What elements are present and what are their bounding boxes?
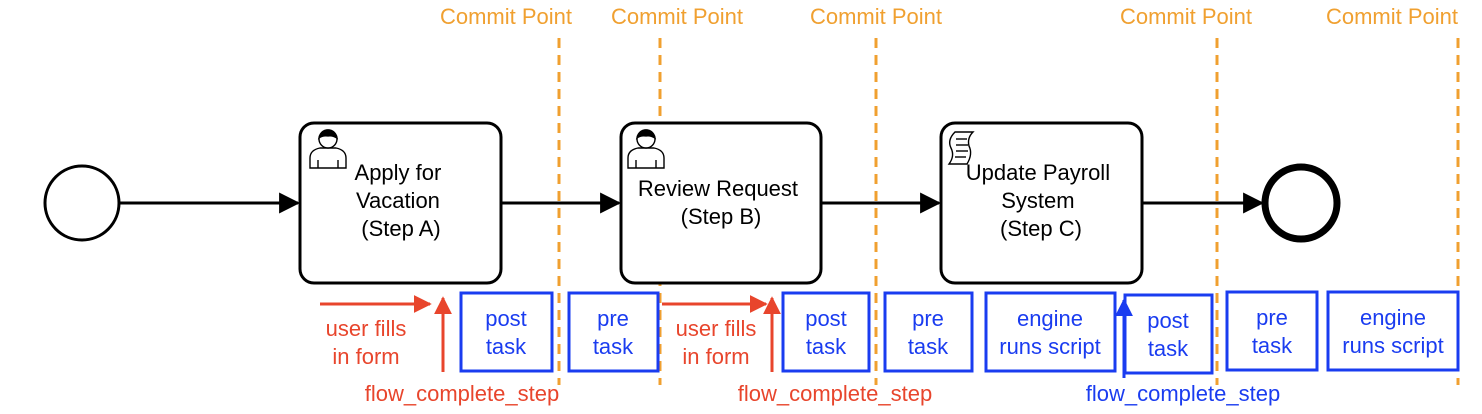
task-box[interactable]: [939, 121, 1144, 285]
task-apply-for-vacation[interactable]: Apply for Vacation (Step A): [298, 121, 503, 285]
task-update-payroll-system[interactable]: Update Payroll System (Step C): [939, 121, 1144, 285]
user-icon: [627, 129, 665, 169]
svg-text:Review Request (Step B): Review Request (Step B): [638, 176, 804, 229]
hook-box-post-task: [781, 291, 871, 373]
flow-complete-step-label: flow_complete_step: [1086, 381, 1280, 406]
hook-box-pre-task: [883, 291, 974, 373]
svg-text:Update Payroll System: Update Payroll System (Step C): [966, 160, 1116, 241]
commit-point-lines: [557, 38, 1460, 385]
commit-point-label: Commit Point: [810, 4, 942, 29]
commit-point-label: Commit Point: [1326, 4, 1458, 29]
task-box[interactable]: [298, 121, 503, 285]
task-label-line: Review Request: [638, 176, 798, 201]
hook-box-pre-task: [567, 291, 660, 373]
script-icon: [947, 131, 975, 165]
hook-box-engine-runs-script: [984, 291, 1117, 373]
hook-box-post-task: [459, 291, 554, 373]
task-label-line: (Step C): [1000, 216, 1082, 241]
svg-text:Apply for Vacation: Apply for Vacation (Step A): [355, 160, 448, 241]
task-label-line: Apply for: [355, 160, 442, 185]
user-icon: [309, 129, 347, 169]
task-box[interactable]: [619, 121, 823, 285]
task-label-line: Vacation: [356, 188, 440, 213]
end-event[interactable]: [1261, 163, 1341, 243]
flow-complete-step-label: flow_complete_step: [365, 381, 559, 406]
start-event[interactable]: [43, 164, 121, 242]
task-label-line: System: [1001, 188, 1074, 213]
task-review-request[interactable]: Review Request (Step B): [619, 121, 823, 285]
task-label-line: (Step B): [681, 204, 762, 229]
task-label-line: (Step A): [361, 216, 440, 241]
hook-box-post-task: [1123, 293, 1214, 375]
task-label-line: Update Payroll: [966, 160, 1110, 185]
hook-box-pre-task: [1225, 290, 1319, 372]
commit-point-label: Commit Point: [440, 4, 572, 29]
flow-complete-step-label: flow_complete_step: [738, 381, 932, 406]
hook-box-engine-runs-script: [1326, 290, 1460, 372]
commit-point-label: Commit Point: [611, 4, 743, 29]
commit-point-label: Commit Point: [1120, 4, 1252, 29]
